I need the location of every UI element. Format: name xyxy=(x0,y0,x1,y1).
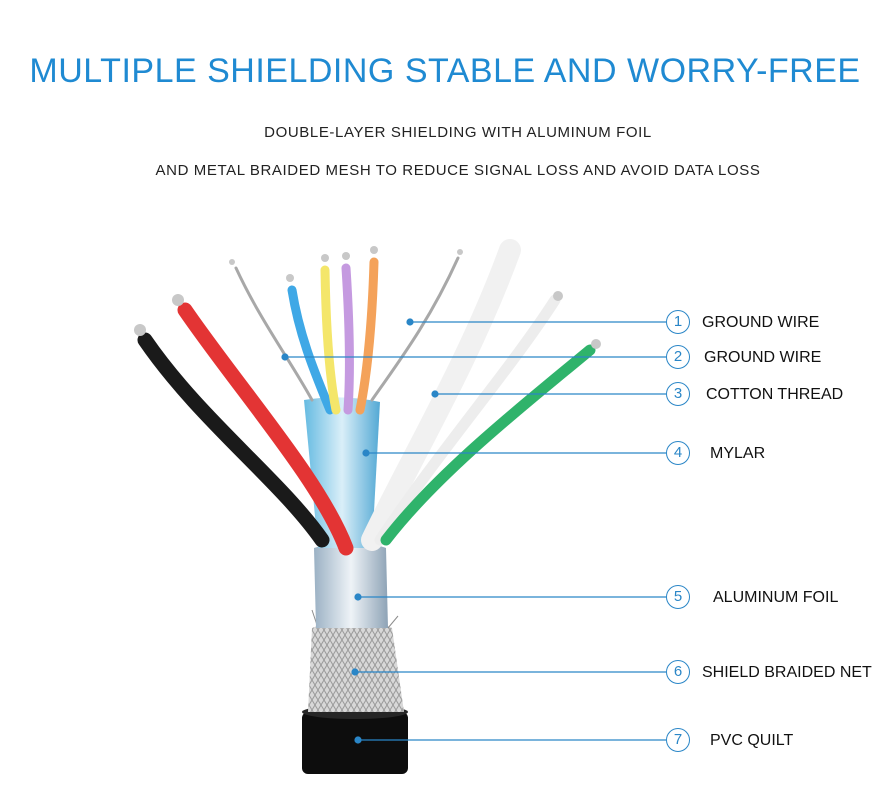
callout-number-6: 6 xyxy=(666,660,690,684)
black-wire xyxy=(137,332,330,548)
callout-label-cotton-thread: COTTON THREAD xyxy=(706,386,844,403)
page-title: MULTIPLE SHIELDING STABLE AND WORRY-FREE xyxy=(29,52,861,90)
subtitle-line-1: DOUBLE-LAYER SHIELDING WITH ALUMINUM FOI… xyxy=(264,124,652,141)
ground-wire-1 xyxy=(370,256,460,402)
callout-number-3: 3 xyxy=(666,382,690,406)
red-wire xyxy=(177,302,354,556)
callout-label-aluminum-foil: ALUMINUM FOIL xyxy=(713,589,839,606)
callout-number-2: 2 xyxy=(666,345,690,369)
callout-label-ground-wire-1: GROUND WIRE xyxy=(702,314,820,331)
subtitle-line-2: AND METAL BRAIDED MESH TO REDUCE SIGNAL … xyxy=(155,162,761,179)
aluminum-foil xyxy=(314,541,388,628)
callout-number-1: 1 xyxy=(666,310,690,334)
callout-label-shield-braided-net: SHIELD BRAIDED NET xyxy=(702,664,872,681)
yellow-wire xyxy=(320,265,341,415)
callout-label-mylar: MYLAR xyxy=(710,445,766,462)
purple-wire xyxy=(341,263,354,415)
pvc-jacket xyxy=(302,712,408,774)
callout-label-ground-wire-2: GROUND WIRE xyxy=(704,349,822,366)
green-wire xyxy=(380,344,596,546)
white-wire xyxy=(374,294,561,546)
braided-shield xyxy=(308,620,404,712)
cotton-thread xyxy=(361,239,521,551)
callout-number-4: 4 xyxy=(666,441,690,465)
orange-wire xyxy=(355,257,379,415)
callout-number-7: 7 xyxy=(666,728,690,752)
callout-number-5: 5 xyxy=(666,585,690,609)
ground-wire-2 xyxy=(234,266,314,402)
callout-label-pvc-quilt: PVC QUILT xyxy=(710,732,794,749)
